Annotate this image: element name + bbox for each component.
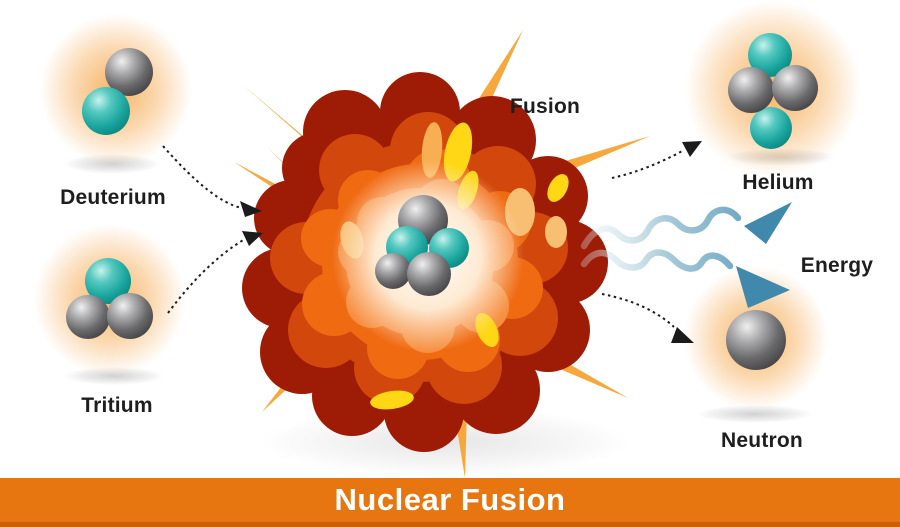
energy-wave-top [580,206,742,250]
helium-molecule [685,1,861,177]
tritium-molecule [34,224,186,376]
diagram-title: Nuclear Fusion [334,482,566,517]
neutron-label: Neutron [721,429,803,452]
flow-arrowheads [240,141,702,343]
arrow-fusion-to-helium [611,149,685,179]
energy-wave-bottom [580,249,734,272]
helium-label: Helium [742,171,814,194]
energy-wave-bottom-arrowhead [736,266,790,308]
arrow-fusion-to-neutron [601,293,675,328]
arrow-deuterium-to-fusion [162,145,243,209]
flow-arrows [162,145,685,328]
energy-wave-top-arrowhead [744,202,792,244]
arrow-tritium-to-fusion [167,238,246,314]
energy-label: Energy [800,254,874,277]
title-banner: Nuclear Fusion [0,478,900,527]
fusion-nucleus [375,195,469,296]
deuterium-molecule [40,14,192,166]
tritium-label: Tritium [81,394,153,417]
neutron-sphere [684,266,828,410]
fusion-label: Fusion [509,95,581,118]
deuterium-label: Deuterium [60,186,166,209]
energy-waves [580,202,792,308]
